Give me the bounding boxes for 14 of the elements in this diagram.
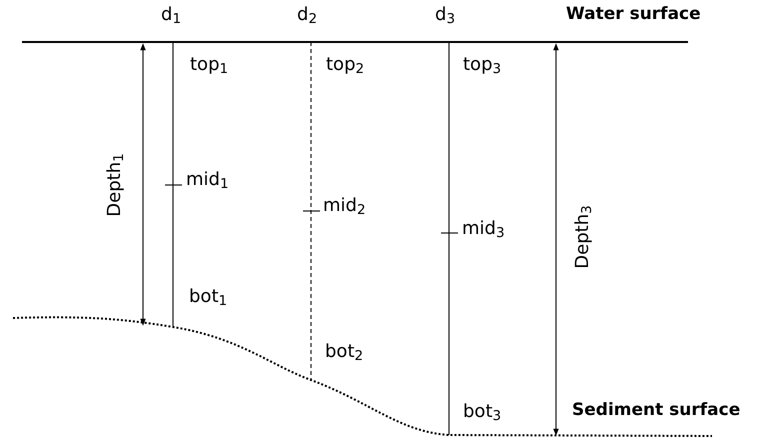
sample-label: mid$_{1}$	[186, 171, 229, 189]
surface-label: Water surface	[566, 6, 701, 23]
sample-label: mid$_{2}$	[323, 197, 366, 215]
profile-label: d$_{3}$	[435, 6, 456, 24]
sample-label: top$_{2}$	[326, 56, 364, 74]
profile-label: d$_{1}$	[161, 6, 182, 24]
surface-label: Sediment surface	[572, 402, 740, 419]
sample-label: bot$_{1}$	[189, 288, 228, 306]
sample-label: bot$_{3}$	[463, 403, 502, 421]
profile-label: d$_{2}$	[297, 6, 318, 24]
sample-label: mid$_{3}$	[462, 220, 505, 238]
sample-label: top$_{1}$	[190, 56, 228, 74]
sample-label: top$_{3}$	[463, 56, 502, 74]
sample-label: bot$_{2}$	[325, 343, 364, 361]
